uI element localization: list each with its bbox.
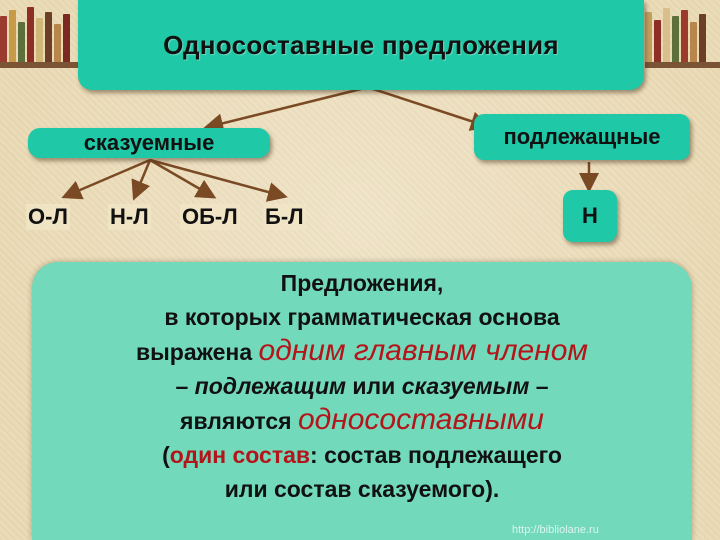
watermark-text: http://bibliolane.ru — [512, 524, 599, 536]
page-title: Односоставные предложения — [78, 0, 644, 90]
shelf-board-left — [0, 62, 80, 68]
definition-line-3-text: выражена — [136, 339, 259, 365]
definition-term-predicate: сказуемым — [401, 373, 530, 399]
definition-term-one-composition: один состав — [169, 442, 311, 468]
definition-line-3: выражена одним главным членом — [32, 334, 692, 369]
definition-line-7: или состав сказуемого). — [224, 476, 500, 502]
definition-line-4-or: или — [346, 373, 402, 399]
definition-line-4-dash-end: – — [529, 373, 549, 399]
leaf-n-l: Н-Л — [108, 204, 151, 230]
leaf-o-l: О-Л — [26, 204, 70, 230]
definition-line-6: (один состав: состав подлежащего — [32, 438, 692, 472]
bookshelf-left-decoration — [0, 0, 80, 62]
branch-skazuemnye: сказуемные — [28, 128, 270, 158]
leaf-n: Н — [563, 190, 617, 242]
definition-highlight-one-part: односоставными — [297, 403, 544, 436]
definition-line-1: Предложения, — [280, 270, 444, 296]
leaf-b-l: Б-Л — [263, 204, 306, 230]
definition-line-2: в которых грамматическая основа — [164, 304, 560, 330]
branch-podlezhashchnye: подлежащные — [474, 114, 690, 160]
leaf-ob-l: ОБ-Л — [180, 204, 240, 230]
definition-line-6-paren: ( — [162, 442, 170, 468]
definition-line-6-text: : состав подлежащего — [310, 442, 562, 468]
definition-line-4-dash: – — [175, 373, 195, 399]
definition-line-4: – подлежащим или сказуемым – — [32, 369, 692, 403]
definition-text: Предложения, в которых грамматическая ос… — [32, 266, 692, 506]
definition-highlight-one-main-member: одним главным членом — [258, 334, 588, 367]
definition-line-5: являются односоставными — [32, 403, 692, 438]
definition-term-subject: подлежащим — [194, 373, 347, 399]
definition-line-5-text: являются — [180, 408, 298, 434]
bookshelf-right-decoration — [645, 0, 720, 62]
definition-panel — [32, 262, 692, 540]
shelf-board-right — [645, 62, 720, 68]
